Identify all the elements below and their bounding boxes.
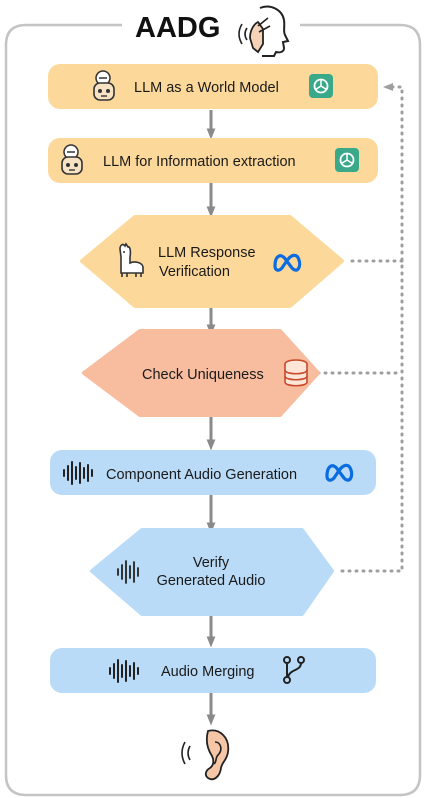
node-audio-merging (50, 648, 376, 693)
diagram-title: AADG (135, 12, 220, 44)
database-icon (284, 359, 308, 387)
node-response-verification-label-line2: Verification (159, 264, 230, 280)
node-info-extraction-label: LLM for Information extraction (103, 154, 296, 170)
openai-logo-icon (335, 148, 359, 172)
meta-logo-icon (273, 253, 302, 272)
node-world-model-label: LLM as a World Model (134, 80, 279, 96)
waveform-icon (109, 659, 139, 683)
speaking-head-icon (238, 5, 290, 57)
node-verify-generated-audio-label-line1: Verify (193, 555, 230, 571)
node-audio-merging-label: Audio Merging (161, 664, 255, 680)
node-response-verification-label-line1: LLM Response (158, 245, 256, 261)
waveform-icon (117, 560, 139, 584)
llama-icon (119, 242, 144, 277)
waveform-icon (63, 461, 93, 485)
node-info-extraction (48, 138, 378, 183)
ear-icon (181, 729, 230, 781)
feedback-loop (316, 83, 404, 573)
node-verify-generated-audio (90, 528, 334, 616)
outer-frame (4, 23, 422, 797)
robot-icon (61, 144, 83, 175)
node-check-uniqueness (82, 329, 320, 417)
node-component-audio-generation (50, 450, 376, 495)
node-verify-generated-audio-label-line2: Generated Audio (157, 573, 266, 589)
node-response-verification (80, 215, 344, 308)
merge-icon (283, 656, 305, 684)
node-world-model (48, 64, 378, 109)
openai-logo-icon (309, 74, 333, 98)
node-check-uniqueness-label: Check Uniqueness (142, 367, 264, 383)
node-component-audio-generation-label: Component Audio Generation (106, 467, 297, 483)
robot-icon (93, 70, 115, 101)
meta-logo-icon (325, 463, 354, 482)
